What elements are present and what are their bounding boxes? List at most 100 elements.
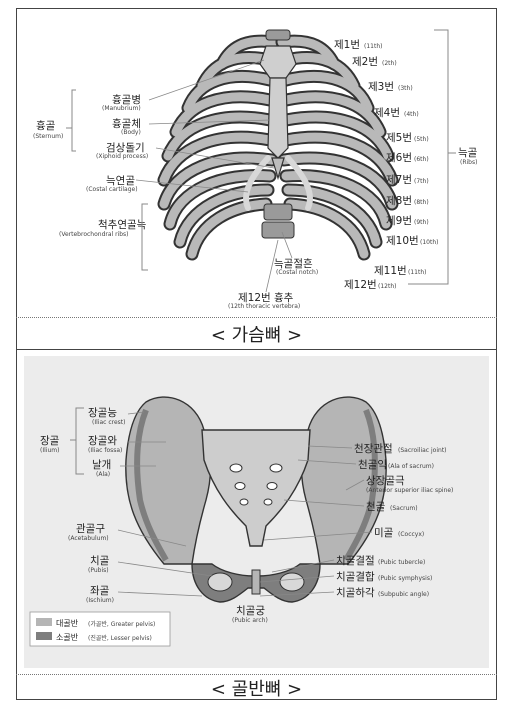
svg-text:(8th): (8th) [414,199,429,206]
sternum-bracket [66,89,76,152]
svg-text:(7th): (7th) [414,178,429,185]
svg-text:(Ribs): (Ribs) [460,159,477,166]
svg-text:(12th): (12th) [378,283,396,290]
rib-label-12: 제12번(12th) [344,279,396,291]
svg-text:(Body): (Body) [121,129,141,136]
svg-text:(Sternum): (Sternum) [33,133,63,140]
leader-sacroiliac [307,445,353,449]
svg-text:제1번: 제1번 [334,39,360,51]
label-sternum: 흉골 (Sternum) [33,119,63,140]
legend: 대골반 (가골반, Greater pelvis) 소골반 (진골반, Less… [29,611,171,647]
svg-text:(Pubic tubercle): (Pubic tubercle) [378,559,425,566]
svg-text:흉골: 흉골 [36,119,56,132]
svg-text:치골결합: 치골결합 [336,571,375,583]
rib-label-1: 제1번 (11th) [334,39,382,51]
label-pubic-arch: 치골궁 (Pubic arch) [232,605,268,624]
rib-label-10: 제10번(10th) [386,235,438,247]
svg-text:(Costal cartilage): (Costal cartilage) [86,186,138,193]
label-pubis: 치골 (Pubis) [88,555,110,574]
pelvis-caption: < 골반뼈 > [210,678,303,700]
leader-subpubic-angle [259,591,335,597]
leader-pubis [117,561,213,577]
thorax-panel: 흉골 (Sternum) 흉골병 (Manubrium) 흉골체 (Body) … [16,8,497,318]
label-ilium: 장골 (Ilium) [40,435,60,454]
label-coccyx: 미골 (Coccyx) [374,527,424,539]
svg-text:(12th thoracic vertebra): (12th thoracic vertebra) [228,303,300,310]
label-sacroiliac: 천장관절 (Sacroiliac joint) [354,442,447,455]
svg-text:(Ischium): (Ischium) [86,597,114,604]
leader-coccyx [263,531,373,541]
legend-swatch-lesser [36,632,52,640]
svg-text:(진골반, Lesser pelvis): (진골반, Lesser pelvis) [88,634,152,642]
svg-text:(11th): (11th) [408,269,426,276]
svg-text:늑골: 늑골 [458,147,478,159]
svg-text:제4번: 제4번 [374,107,400,119]
label-xiphoid: 검상돌기 (Xiphoid process) [96,142,148,160]
rib-label-9: 제9번(9th) [386,215,429,227]
rib-label-4: 제4번(4th) [374,107,419,119]
ribcage-diagram: 흉골 (Sternum) 흉골병 (Manubrium) 흉골체 (Body) … [33,29,478,310]
svg-text:제9번: 제9번 [386,215,412,227]
leader-pubic-tubercle [271,559,335,573]
label-ribs: 늑골 (Ribs) [458,147,478,166]
svg-text:장골능: 장골능 [88,407,117,419]
label-costal-notch: 늑골절흔 (Costal notch) [274,257,318,276]
ribs-left-fill [159,36,279,259]
ilium-bracket [70,407,84,475]
svg-text:(11th): (11th) [364,43,382,50]
label-thoracic-vertebra: 제12번 흉추 (12th thoracic vertebra) [228,291,300,310]
label-asis: 상장골극 (Anterior superior iliac spine) [366,475,453,494]
svg-text:흉골체: 흉골체 [112,117,141,130]
svg-text:날개: 날개 [92,459,111,471]
svg-text:(Pubic symphysis): (Pubic symphysis) [378,575,432,582]
label-pubic-symphysis: 치골결합 (Pubic symphysis) [336,571,432,583]
label-ala: 날개 (Ala) [92,459,111,478]
right-iliac-crest [343,408,378,562]
leader-sacrum [283,499,365,507]
svg-text:천골: 천골 [366,501,386,513]
svg-text:미골: 미골 [374,527,394,539]
rib-label-2: 제2번(2th) [352,56,397,68]
leader-acetabulum [117,529,187,547]
svg-text:상장골극: 상장골극 [366,475,405,487]
rib-label-5: 제5번(5th) [386,132,429,144]
svg-text:척추연골늑: 척추연골늑 [98,219,147,231]
svg-text:제12번 흉추: 제12번 흉추 [238,291,294,304]
svg-text:(9th): (9th) [414,219,429,226]
costal-cartilage-shape [243,155,313,211]
leader-costal-cartilage [135,179,249,193]
svg-text:(Iliac fossa): (Iliac fossa) [88,447,122,454]
svg-text:(Iliac crest): (Iliac crest) [92,419,125,426]
svg-text:치골결절: 치골결절 [336,554,375,567]
leader-xiphoid [155,147,275,169]
ribs-bracket [408,29,449,285]
svg-text:(6th): (6th) [414,156,429,163]
label-sacrum: 천골 (Sacrum) [366,501,418,513]
svg-text:(Manubrium): (Manubrium) [102,105,141,112]
leader-pubic-symphysis [259,575,335,583]
label-ischium: 좌골 (Ischium) [86,585,114,604]
leader-iliac-crest [127,411,145,415]
leader-ala-sacrum [297,459,357,465]
svg-text:(Coccyx): (Coccyx) [398,531,424,538]
rib-label-7: 제7번(7th) [386,174,429,186]
svg-text:(10th): (10th) [420,239,438,246]
leader-thoracic-vertebra [265,239,279,293]
label-ala-sacrum: 천골익 (Ala of sacrum) [358,459,434,471]
svg-text:제11번: 제11번 [374,265,407,277]
svg-text:제2번: 제2번 [352,56,378,68]
svg-text:천장관절: 천장관절 [354,442,393,455]
rib-label-3: 제3번(3th) [368,81,413,93]
leader-asis [345,479,365,491]
svg-text:치골궁: 치골궁 [236,605,265,617]
svg-text:(가골반, Greater pelvis): (가골반, Greater pelvis) [88,620,155,628]
rib-label-11: 제11번(11th) [374,265,426,277]
svg-text:(Anterior superior iliac spine: (Anterior superior iliac spine) [366,487,453,494]
pelvis-diagram: 장골 (Ilium) 장골능 (Iliac crest) 장골와 (Iliac … [24,356,489,668]
svg-text:(5th): (5th) [414,136,429,143]
pelvis-panel: 장골 (Ilium) 장골능 (Iliac crest) 장골와 (Iliac … [16,350,497,675]
vertebrochondral-bracket [138,203,148,271]
svg-text:관골구: 관골구 [76,523,105,535]
svg-text:치골하각: 치골하각 [336,586,375,599]
label-vertebrochondral: 척추연골늑 (Vertebrochondral ribs) [59,219,147,238]
